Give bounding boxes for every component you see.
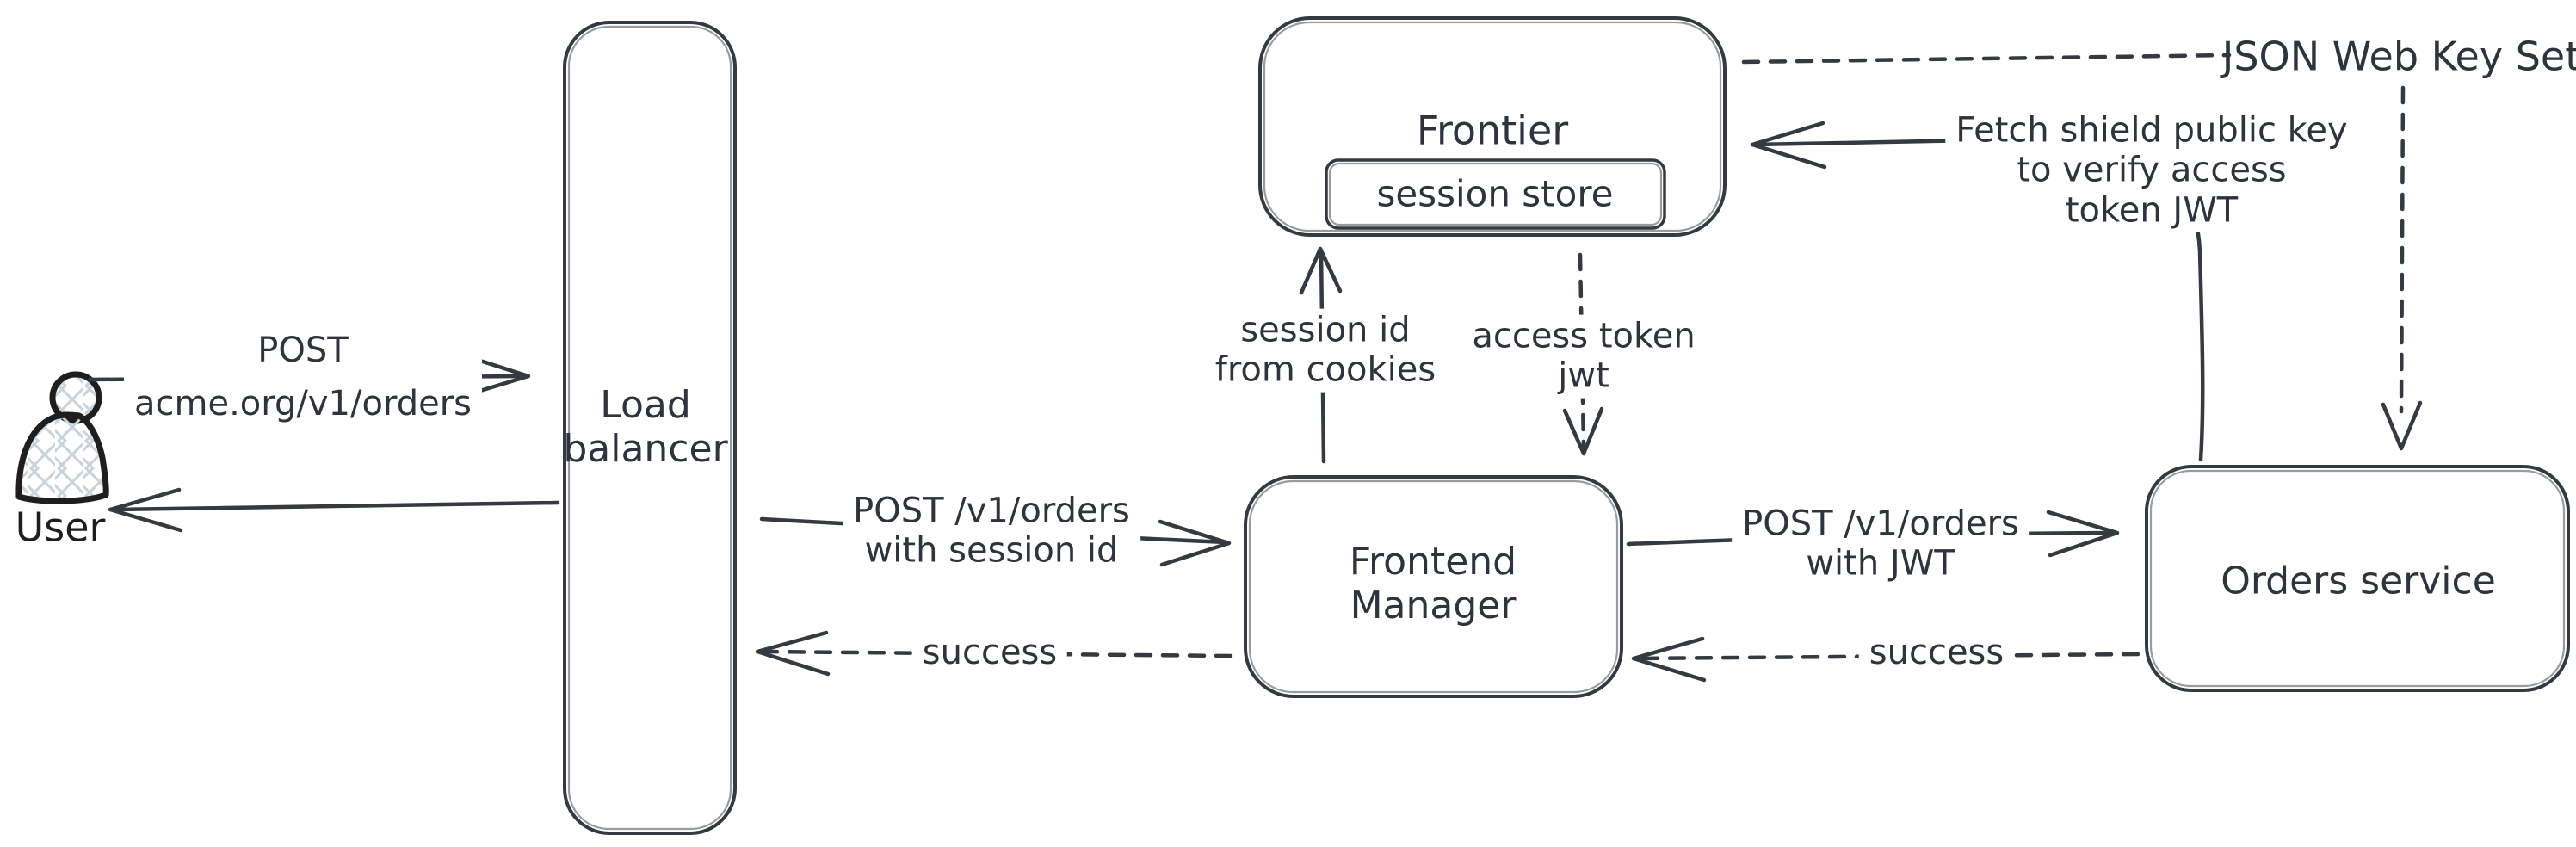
user-label: User	[15, 504, 106, 551]
edge-label-session-id-cookies: session id from cookies	[1204, 308, 1447, 393]
edge-label-success-left: success	[911, 630, 1068, 675]
orders-service-label: Orders service	[2221, 559, 2496, 603]
arrow-frontier-to-jwks[interactable]	[1741, 53, 2232, 65]
frontend-manager-node[interactable]	[1244, 475, 1623, 698]
jwks-label: JSON Web Key Set	[2221, 33, 2576, 80]
frontend-manager-label: Frontend Manager	[1349, 539, 1517, 628]
frontier-label: Frontier	[1416, 107, 1569, 154]
edge-label-post-jwt: POST /v1/orders with JWT	[1732, 502, 2029, 586]
arrow-jwks-to-orders-service[interactable]	[2381, 85, 2423, 451]
edge-label-post-session-id: POST /v1/orders with session id	[843, 489, 1140, 573]
load-balancer-node[interactable]	[563, 21, 737, 835]
session-store-node[interactable]	[1325, 158, 1666, 230]
session-store-label: session store	[1376, 172, 1614, 215]
arrow-load-balancer-to-user[interactable]	[108, 487, 560, 533]
edge-label-fetch-shield-key: Fetch shield public key to verify access…	[1945, 108, 2358, 232]
edge-label-access-token-jwt: access token jwt	[1461, 314, 1706, 399]
user-icon[interactable]	[15, 371, 109, 504]
orders-service-node[interactable]	[2145, 465, 2570, 692]
arrow-frontend-manager-to-load-balancer-success[interactable]	[755, 630, 1233, 677]
load-balancer-label: Load balancer	[563, 382, 728, 471]
edge-label-success-right: success	[1858, 630, 2015, 675]
edge-label-post-acme: POST acme.org/v1/orders	[124, 322, 482, 432]
